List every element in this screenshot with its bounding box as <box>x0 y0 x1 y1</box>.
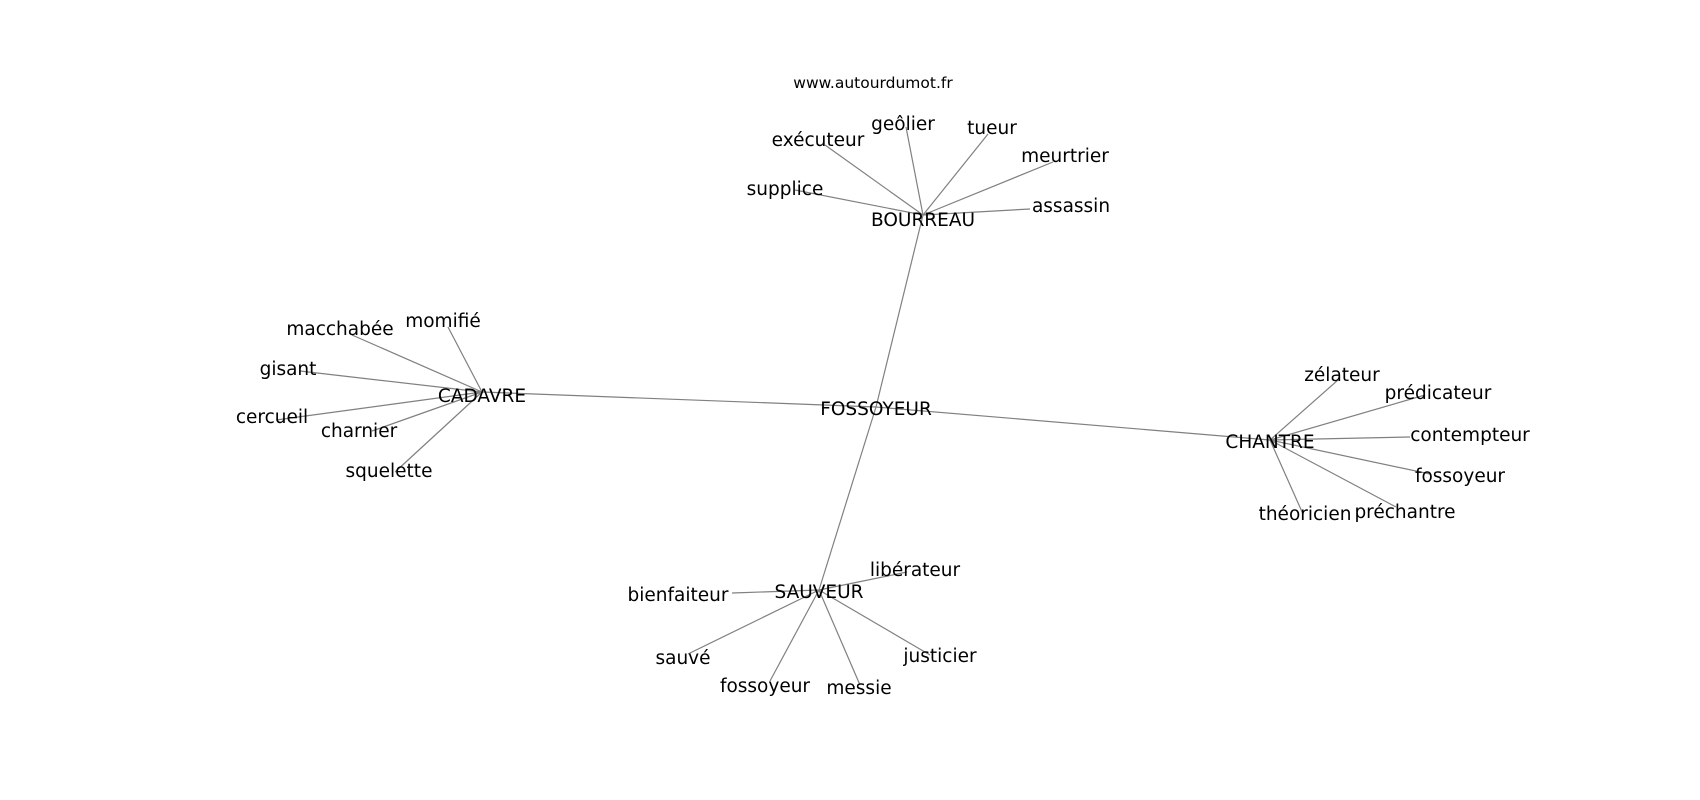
edge-cadavre-to-momifie <box>447 326 483 393</box>
hub-node-chantre: CHANTRE <box>1225 432 1314 453</box>
edge-bourreau-to-assassin <box>922 208 1031 216</box>
edge-center-to-bourreau <box>875 214 924 408</box>
edge-chantre-to-contempteur <box>1269 436 1411 441</box>
leaf-node-sauve: sauvé <box>655 648 710 669</box>
leaf-node-fossoyeur: fossoyeur <box>1415 466 1505 487</box>
edge-bourreau-to-supplice <box>794 189 924 216</box>
leaf-node-liberateur: libérateur <box>870 560 961 581</box>
edge-sauveur-to-bienfaiteur <box>731 589 820 594</box>
edge-bourreau-to-geolier <box>905 126 924 216</box>
leaf-node-predicateur: prédicateur <box>1385 383 1492 404</box>
leaf-node-macchabee: macchabée <box>286 319 393 340</box>
edge-bourreau-to-meurtrier <box>922 161 1054 216</box>
edge-cadavre-to-macchabee <box>351 334 483 393</box>
leaf-node-zelateur: zélateur <box>1304 365 1380 386</box>
edge-sauveur-to-liberateur <box>818 571 908 591</box>
edge-cadavre-to-charnier <box>371 391 483 432</box>
leaf-node-justicier: justicier <box>902 646 977 667</box>
leaf-node-bienfaiteur: bienfaiteur <box>628 585 729 606</box>
hub-node-cadavre: CADAVRE <box>438 386 526 407</box>
center-node-label: FOSSOYEUR <box>820 399 932 420</box>
leaf-node-assassin: assassin <box>1032 196 1110 217</box>
edge-bourreau-to-tueur <box>922 133 989 216</box>
leaf-node-supplice: supplice <box>747 179 824 200</box>
edge-chantre-to-zelateur <box>1269 379 1339 441</box>
leaf-node-tueur: tueur <box>967 118 1017 139</box>
leaf-node-prechantre: préchantre <box>1354 502 1455 523</box>
edge-cadavre-to-cercueil <box>275 391 483 421</box>
edge-center-to-cadavre <box>481 391 877 408</box>
leaf-node-gisant: gisant <box>260 359 317 380</box>
leaf-node-theoricien: théoricien <box>1259 504 1352 525</box>
leaf-node-momifie: momifié <box>405 311 481 332</box>
edge-cadavre-to-gisant <box>299 370 483 393</box>
edge-chantre-to-prechantre <box>1269 439 1397 508</box>
edge-center-to-sauveur <box>818 406 877 591</box>
watermark-text: www.autourdumot.fr <box>793 74 953 92</box>
edge-bourreau-to-executeur <box>824 144 924 216</box>
leaf-node-geolier: geôlier <box>871 114 935 135</box>
edge-chantre-to-fossoyeur <box>1269 439 1431 475</box>
hub-node-bourreau: BOURREAU <box>871 210 975 231</box>
leaf-node-meurtrier: meurtrier <box>1021 146 1109 167</box>
edge-sauveur-to-messie <box>818 589 861 686</box>
leaf-node-squelette: squelette <box>346 461 433 482</box>
leaf-node-cercueil: cercueil <box>236 407 308 428</box>
leaf-node-contempteur: contempteur <box>1410 425 1530 446</box>
edge-chantre-to-theoricien <box>1269 439 1304 515</box>
leaf-node-messie: messie <box>826 678 891 699</box>
leaf-node-executeur: exécuteur <box>772 130 865 151</box>
hub-node-sauveur: SAUVEUR <box>774 582 863 603</box>
edge-chantre-to-predicateur <box>1269 394 1426 441</box>
graph-labels: FOSSOYEUR BOURREAU supplice exécuteur geôlie… <box>236 114 1530 699</box>
edge-sauveur-to-fossoyeur <box>769 589 820 682</box>
edge-sauveur-to-sauve <box>687 589 820 655</box>
graph-edges <box>275 126 1431 686</box>
leaf-node-fossoyeur: fossoyeur <box>720 676 810 697</box>
leaf-node-charnier: charnier <box>321 421 398 442</box>
edge-sauveur-to-justicier <box>818 589 931 656</box>
edge-cadavre-to-squelette <box>394 391 483 473</box>
edge-center-to-chantre <box>875 406 1271 441</box>
